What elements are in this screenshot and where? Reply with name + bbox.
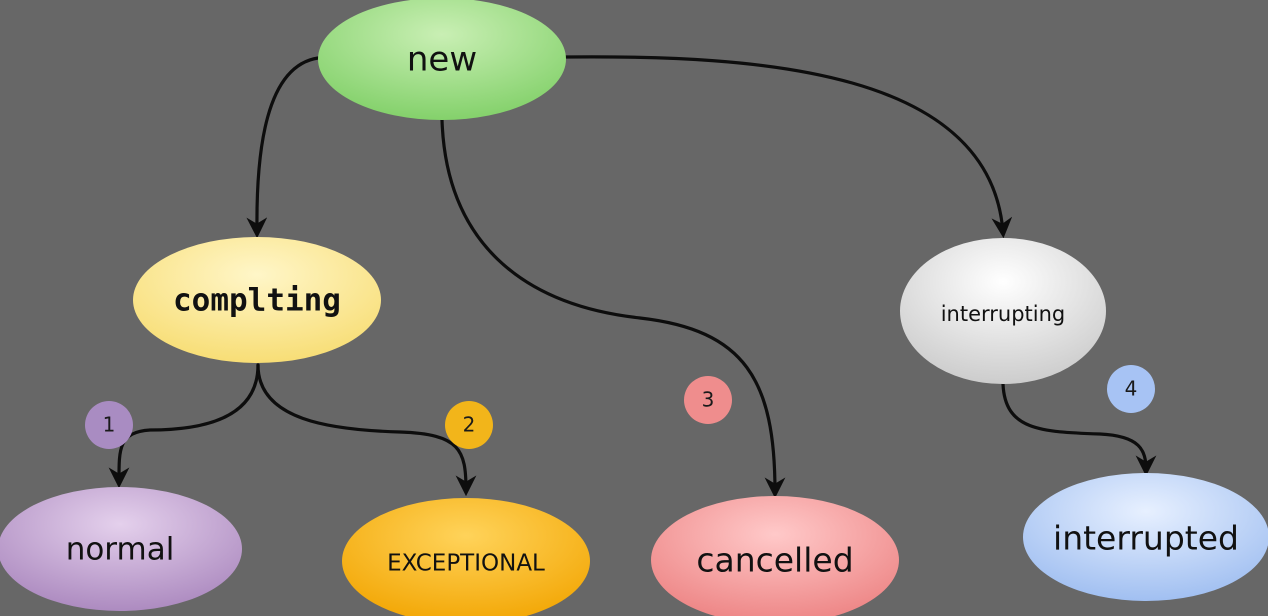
node-new: new: [318, 0, 566, 120]
node-exceptional-label: EXCEPTIONAL: [387, 551, 545, 577]
node-completing: complting: [133, 237, 381, 363]
node-cancelled-label: cancelled: [696, 541, 853, 580]
node-new-label: new: [407, 40, 477, 80]
node-interrupted-label: interrupted: [1053, 519, 1239, 558]
edge-interrupting-to-interrupted: [1001, 382, 1157, 477]
badge-4-label: 4: [1125, 377, 1138, 401]
badge-4: 4: [1107, 365, 1155, 413]
node-normal-label: normal: [66, 532, 175, 568]
node-cancelled: cancelled: [651, 496, 899, 616]
badge-3: 3: [684, 376, 732, 424]
badge-2: 2: [445, 401, 493, 449]
badge-3-label: 3: [702, 388, 715, 412]
node-interrupted: interrupted: [1023, 473, 1268, 601]
badge-1-label: 1: [103, 413, 116, 437]
badge-2-label: 2: [463, 413, 476, 437]
node-interrupting-label: interrupting: [941, 302, 1066, 326]
edge-new-to-completing: [246, 56, 320, 239]
edge-completing-to-normal: [108, 363, 260, 489]
badge-1: 1: [85, 401, 133, 449]
edge-completing-to-exceptional: [256, 363, 477, 497]
node-interrupting: interrupting: [900, 238, 1106, 384]
node-exceptional: EXCEPTIONAL: [342, 498, 590, 616]
node-completing-label: complting: [173, 283, 341, 319]
node-normal: normal: [0, 487, 242, 611]
edge-new-to-cancelled: [440, 118, 786, 499]
edge-new-to-interrupting: [563, 55, 1013, 239]
